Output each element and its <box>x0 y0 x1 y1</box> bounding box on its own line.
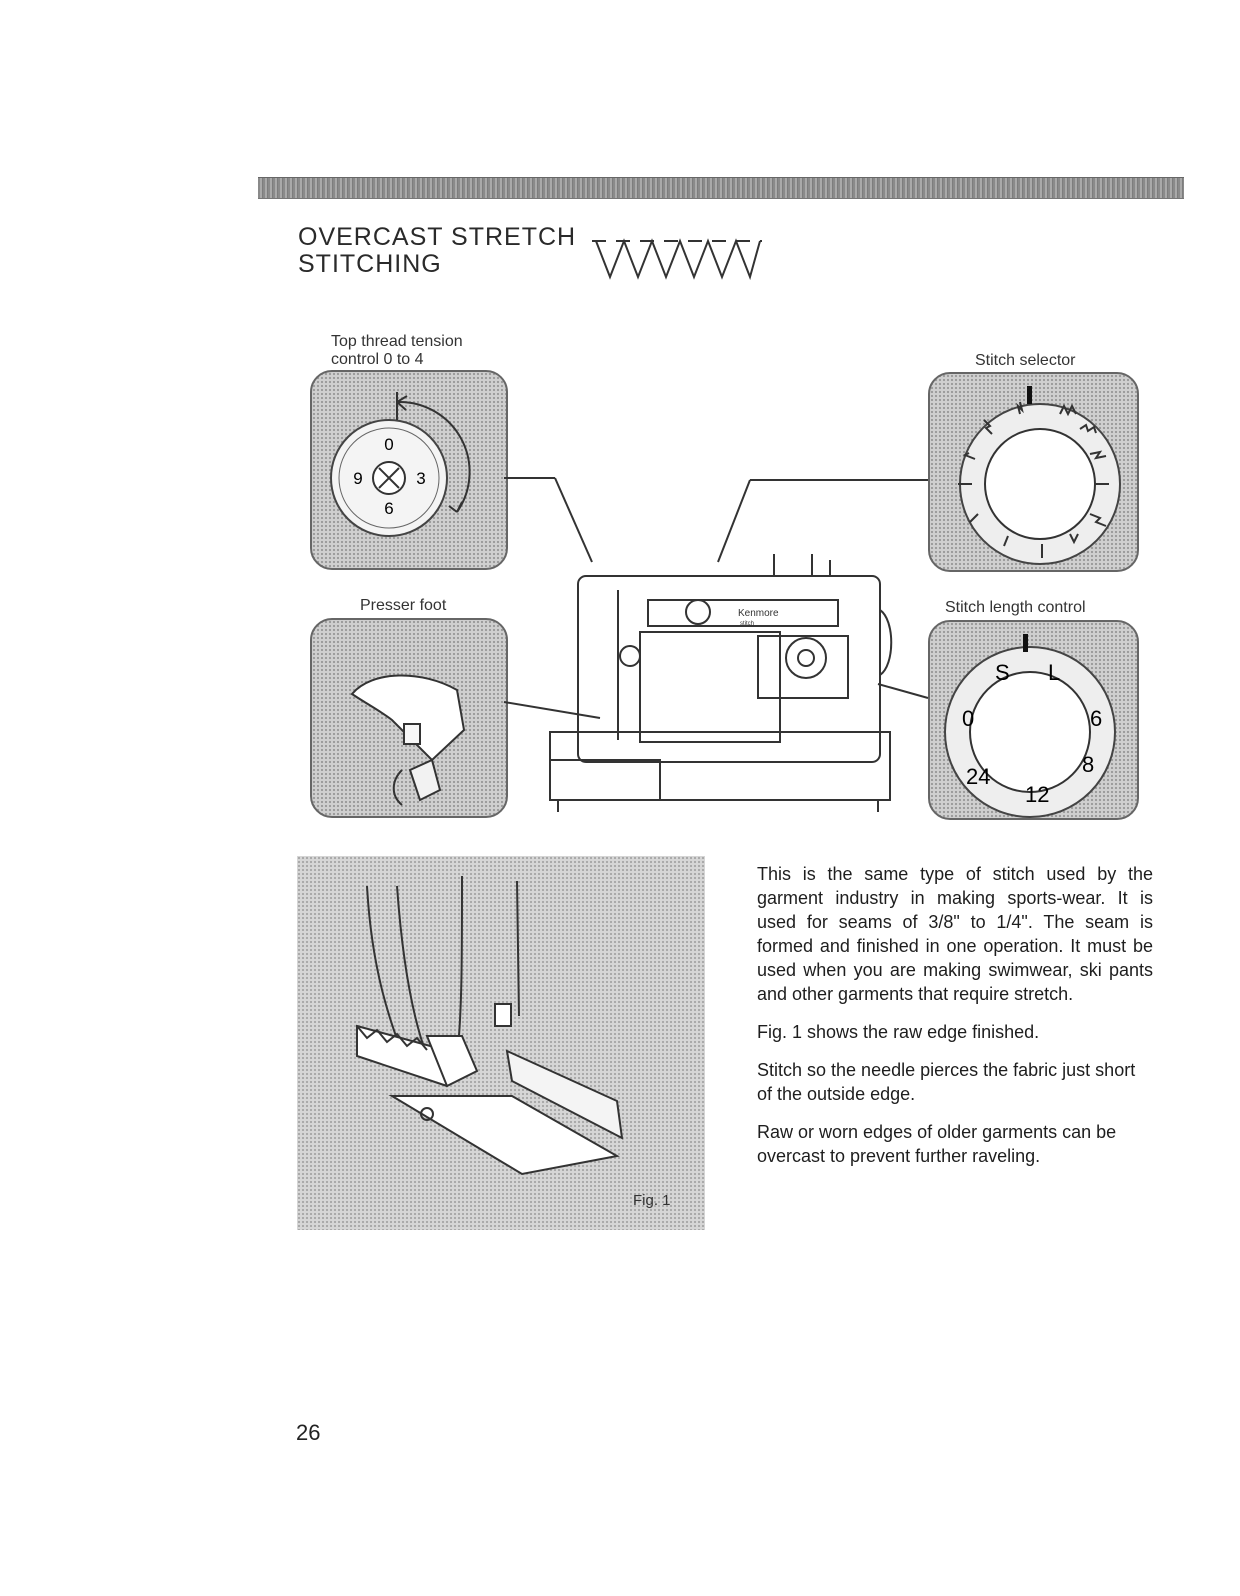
header-bar <box>258 177 1184 199</box>
length-mark-l: L <box>1048 660 1060 685</box>
machine-brand: Kenmore <box>738 608 779 619</box>
section-title: OVERCAST STRETCH STITCHING <box>298 224 576 278</box>
tension-number-6: 6 <box>384 499 393 518</box>
stitch-selector-label: Stitch selector <box>975 352 1076 369</box>
length-mark-6: 6 <box>1090 706 1102 731</box>
paragraph-1: This is the same type of stitch used by … <box>757 864 1153 1004</box>
paragraph-4: Raw or worn edges of older garments can … <box>757 1122 1117 1166</box>
machine-subtitle: stitch <box>740 621 754 627</box>
overcast-stitch-icon <box>592 238 762 281</box>
length-mark-24: 24 <box>966 764 990 789</box>
tension-number-3: 3 <box>416 469 425 488</box>
tension-number-0: 0 <box>384 435 393 454</box>
body-text: This is the same type of stitch used by … <box>757 862 1153 1182</box>
tension-dial-inset: 0 3 6 9 <box>310 370 508 570</box>
stitch-length-inset: S L 0 6 8 12 24 <box>928 620 1139 820</box>
presser-foot-label: Presser foot <box>360 597 447 614</box>
length-mark-8: 8 <box>1082 752 1094 777</box>
fig-1-photo: Fig. 1 <box>297 856 705 1230</box>
title-line-1: OVERCAST STRETCH <box>298 223 577 251</box>
length-mark-12: 12 <box>1025 782 1049 807</box>
tension-number-9: 9 <box>353 469 362 488</box>
length-mark-0: 0 <box>962 706 974 731</box>
sewing-machine-illustration: Kenmore stitch <box>503 477 929 812</box>
stitch-length-label: Stitch length control <box>945 599 1086 616</box>
fig-1-label: Fig. 1 <box>633 1192 671 1209</box>
presser-foot-inset <box>310 618 508 818</box>
length-mark-s: S <box>995 660 1010 685</box>
tension-label: Top thread tension control 0 to 4 <box>331 333 463 368</box>
page-number: 26 <box>296 1420 321 1445</box>
title-line-2: STITCHING <box>298 250 442 278</box>
paragraph-2: Fig. 1 shows the raw edge finished. <box>757 1022 1040 1042</box>
stitch-selector-inset <box>928 372 1139 572</box>
paragraph-3: Stitch so the needle pierces the fabric … <box>757 1060 1136 1104</box>
